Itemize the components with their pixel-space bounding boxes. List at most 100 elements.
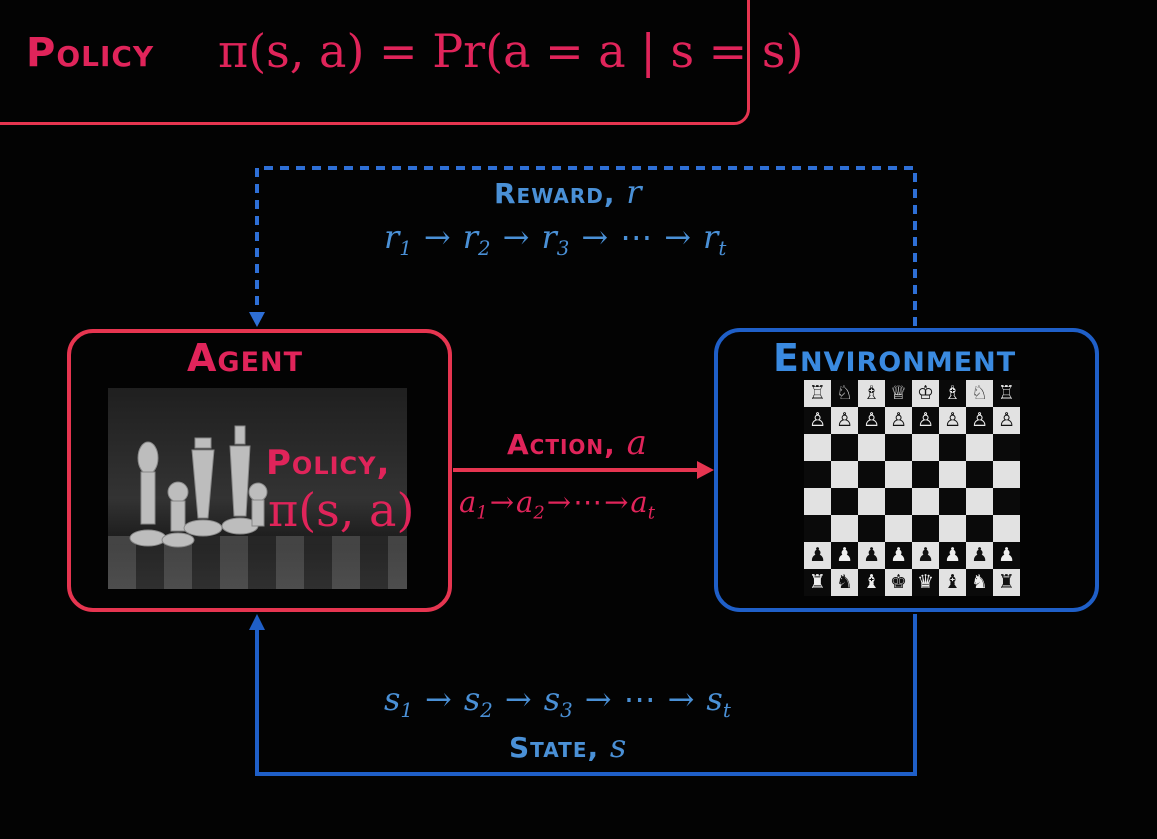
reward-term: r3 [541, 218, 570, 260]
reward-term: r2 [462, 218, 491, 260]
state-arrow: → [425, 680, 452, 718]
action-arrow: → [604, 485, 629, 519]
reward-term: rt [703, 218, 727, 260]
reward-label: Reward, r [494, 173, 643, 211]
state-sequence: s1→s2→s3→⋯→st [384, 680, 731, 722]
chess-piece-square: ♖ [993, 380, 1020, 407]
agent-policy-math: π(s, a) [268, 483, 415, 537]
reward-symbol: r [626, 173, 643, 211]
state-term: ⋯ [623, 680, 656, 718]
chess-square [858, 461, 885, 488]
reward-arrowhead [249, 312, 265, 327]
environment-box [714, 328, 1099, 612]
action-term: ⋯ [573, 485, 603, 519]
chess-square [885, 488, 912, 515]
state-arrow: → [667, 680, 695, 718]
policy-formula: π(s, a) = Pr(a = a | s = s) [218, 24, 804, 78]
chess-piece-square: ♘ [831, 380, 858, 407]
action-symbol: a [626, 423, 648, 463]
chess-piece-square: ♙ [939, 407, 966, 434]
reward-connector [255, 166, 917, 326]
chess-square [993, 488, 1020, 515]
chess-square [831, 488, 858, 515]
chess-square [912, 515, 939, 542]
chess-square [831, 461, 858, 488]
chess-square [912, 488, 939, 515]
chess-square [966, 461, 993, 488]
chess-piece-square: ♝ [939, 569, 966, 596]
agent-title: Agent [187, 336, 304, 380]
state-arrow: → [504, 680, 532, 718]
chess-square [858, 434, 885, 461]
chess-piece-square: ♚ [885, 569, 912, 596]
chess-square [885, 515, 912, 542]
chess-square [939, 461, 966, 488]
chess-piece-square: ♙ [831, 407, 858, 434]
reward-term: ⋯ [620, 218, 653, 256]
chess-square [858, 488, 885, 515]
chess-piece-square: ♟ [939, 542, 966, 569]
chess-piece-square: ♜ [993, 569, 1020, 596]
chess-piece-square: ♙ [858, 407, 885, 434]
chess-piece-square: ♙ [993, 407, 1020, 434]
chess-piece-square: ♟ [804, 542, 831, 569]
chess-piece-square: ♘ [966, 380, 993, 407]
chess-square [939, 488, 966, 515]
action-label: Action, a [507, 423, 648, 463]
state-term: s3 [543, 680, 573, 722]
chess-piece-square: ♗ [858, 380, 885, 407]
action-label-text: Action, [507, 428, 616, 461]
chess-square [831, 434, 858, 461]
chess-piece-square: ♟ [858, 542, 885, 569]
reward-arrow: → [664, 218, 692, 256]
reward-arrow: → [581, 218, 609, 256]
chess-square [966, 488, 993, 515]
reward-term: r1 [384, 218, 412, 260]
agent-policy-label: Policy, [266, 443, 391, 483]
chess-piece-square: ♖ [804, 380, 831, 407]
chessboard: ♖♘♗♕♔♗♘♖♙♙♙♙♙♙♙♙♟♟♟♟♟♟♟♟♜♞♝♚♛♝♞♜ [804, 380, 1020, 596]
chess-square [885, 434, 912, 461]
chess-piece-square: ♗ [939, 380, 966, 407]
chess-square [993, 515, 1020, 542]
action-term: a1 [459, 485, 488, 524]
chess-square [939, 515, 966, 542]
chess-square [993, 461, 1020, 488]
chess-square [939, 434, 966, 461]
state-label-text: State, [509, 731, 600, 764]
action-arrowhead [697, 461, 714, 479]
action-arrow: → [489, 485, 515, 519]
state-connector [255, 614, 917, 776]
chess-pieces-photo [108, 388, 407, 589]
chess-square [993, 434, 1020, 461]
chess-square [912, 434, 939, 461]
chess-square [885, 461, 912, 488]
reward-sequence: r1 → r2 → r3 → ⋯ → rt [384, 218, 726, 260]
reward-arrow: → [502, 218, 530, 256]
state-arrowhead [249, 614, 265, 630]
chess-piece-square: ♙ [966, 407, 993, 434]
chess-square [804, 434, 831, 461]
chess-piece-square: ♙ [912, 407, 939, 434]
chess-piece-square: ♟ [993, 542, 1020, 569]
reward-arrow: → [423, 218, 451, 256]
chess-piece-square: ♔ [912, 380, 939, 407]
policy-definition-box [0, 0, 750, 125]
reward-label-text: Reward, [494, 177, 616, 210]
environment-title: Environment [773, 336, 1017, 380]
chess-piece-square: ♟ [912, 542, 939, 569]
chess-square [966, 515, 993, 542]
action-term: at [630, 485, 655, 524]
chess-piece-square: ♟ [831, 542, 858, 569]
chess-piece-square: ♙ [885, 407, 912, 434]
chess-piece-square: ♞ [966, 569, 993, 596]
chess-square [966, 434, 993, 461]
chess-piece-square: ♛ [912, 569, 939, 596]
state-symbol: s [609, 727, 628, 765]
chess-square [831, 515, 858, 542]
chess-square [804, 461, 831, 488]
state-arrow: → [584, 680, 612, 718]
chess-piece-square: ♟ [885, 542, 912, 569]
state-term: st [706, 680, 731, 722]
